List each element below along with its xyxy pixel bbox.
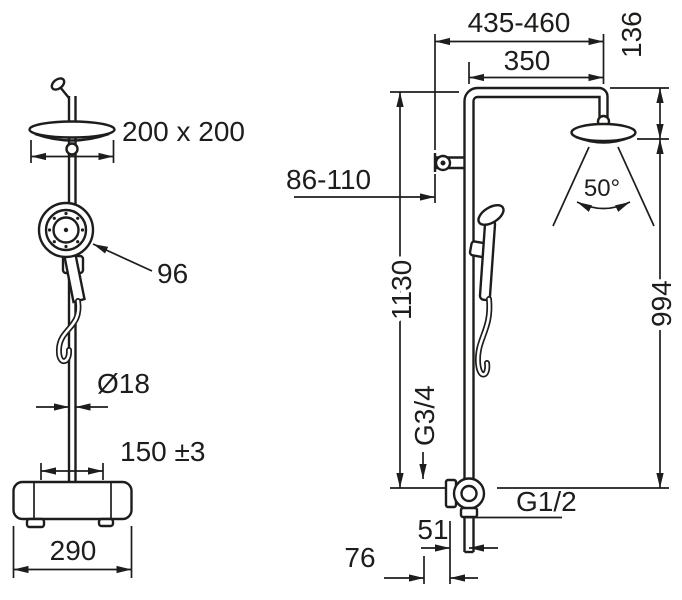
side-pole <box>463 86 609 554</box>
dim-hand-shower: 96 <box>92 243 188 289</box>
dim-reach: 435-460 <box>434 7 605 150</box>
outlet-nut <box>459 506 479 519</box>
dim-pipe-diameter-label: Ø18 <box>97 368 150 399</box>
dim-total-height-label: 1130 <box>386 260 417 320</box>
dim-inlet-thread: G3/4 <box>409 385 440 479</box>
dim-head-drop-label: 136 <box>616 11 647 58</box>
dim-head-size: 200 x 200 <box>30 116 245 163</box>
wall-bracket <box>433 153 465 172</box>
dim-inlet-offset: 76 <box>344 542 478 584</box>
dim-reach-label: 435-460 <box>468 7 571 38</box>
top-spout-icon <box>59 86 70 99</box>
dim-arm-length: 350 <box>468 45 604 84</box>
side-hand-shower <box>468 204 505 378</box>
front-view: 200 x 200 96 Ø18 <box>12 77 245 578</box>
dim-hand-shower-label: 96 <box>157 258 188 289</box>
dim-head-height-label: 994 <box>646 280 677 327</box>
dim-spray-angle: 50° <box>552 146 655 227</box>
base-handle-left <box>25 517 46 529</box>
dim-head-height: 994 <box>497 139 682 489</box>
dim-base-width-label: 290 <box>50 535 97 566</box>
front-rain-head <box>28 120 116 156</box>
dim-base-width: 290 <box>12 526 133 578</box>
dim-connection-spacing: 150 ±3 <box>40 436 205 480</box>
dim-pipe-diameter: Ø18 <box>36 368 150 411</box>
dim-inlet-thread-label: G3/4 <box>409 385 440 446</box>
front-hand-shower <box>37 201 95 365</box>
dim-head-drop: 136 <box>610 11 669 140</box>
dim-wall-distance: 86-110 <box>286 164 436 203</box>
dim-arm-length-label: 350 <box>504 45 551 76</box>
dim-outlet-offset-label: 51 <box>417 514 448 545</box>
dim-spray-angle-label: 50° <box>584 175 620 202</box>
base-handle-right <box>97 517 115 528</box>
side-view: 50° 86-110 435-460 350 <box>286 7 682 584</box>
outlet-elbow <box>444 477 486 519</box>
side-rain-head <box>570 114 637 144</box>
dim-outlet-thread-label: G1/2 <box>516 486 577 517</box>
hand-shower-handle <box>478 218 497 302</box>
dim-outlet-offset: 51 <box>417 514 498 584</box>
dim-total-height: 1130 <box>382 91 459 489</box>
dim-inlet-offset-label: 76 <box>344 542 375 573</box>
top-arm <box>463 86 609 117</box>
dim-head-size-label: 200 x 200 <box>122 116 245 147</box>
thermostat-base <box>12 480 133 529</box>
dim-wall-distance-label: 86-110 <box>286 164 371 195</box>
dim-outlet-thread: G1/2 <box>466 486 577 519</box>
dim-connection-spacing-label: 150 ±3 <box>120 436 205 467</box>
